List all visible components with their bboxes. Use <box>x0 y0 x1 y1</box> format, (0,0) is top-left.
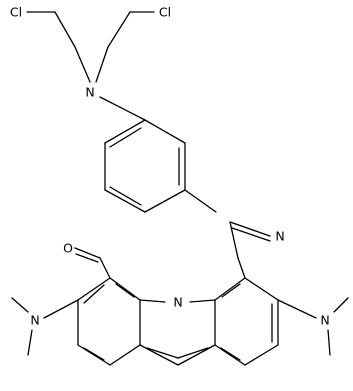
atom-n-ring: N <box>172 294 184 310</box>
bond-line <box>43 299 79 319</box>
atom-symbol: N <box>320 313 329 328</box>
bond-line <box>11 297 29 313</box>
bond-line <box>54 11 76 48</box>
bond-line <box>109 277 141 301</box>
atom-symbol: N <box>30 313 39 328</box>
atom-symbol: N <box>275 229 284 244</box>
bond-line <box>139 344 179 366</box>
atom-cl2: Cl <box>156 4 174 20</box>
bond-line <box>27 329 33 356</box>
atom-o-ald: O <box>62 240 74 256</box>
bond-line <box>104 189 146 213</box>
bond-line <box>184 189 217 213</box>
atom-symbol: N <box>173 295 182 310</box>
bond-line <box>237 257 246 279</box>
bond-line <box>244 277 279 301</box>
bond-line <box>83 347 105 361</box>
bond-line <box>104 119 146 144</box>
bond-line <box>109 344 141 366</box>
bond-line <box>109 186 142 206</box>
atom-n-amine: N <box>84 84 96 100</box>
bond-line <box>146 347 179 359</box>
bond-line <box>83 284 105 304</box>
atom-symbol: N <box>85 85 94 100</box>
bond-line <box>244 344 279 366</box>
bond-line <box>177 347 209 359</box>
bond-line <box>95 46 109 83</box>
atom-symbol: Cl <box>10 5 22 20</box>
bond-line <box>177 344 216 366</box>
atom-cl1: Cl <box>7 4 25 20</box>
bond-line <box>109 127 142 148</box>
bond-line <box>229 221 271 237</box>
atom-n-left: N <box>29 312 41 328</box>
atom-n-imine: N <box>274 228 286 244</box>
bond-line <box>77 277 111 301</box>
bond-line <box>231 227 271 242</box>
bond-line <box>189 299 216 303</box>
bond-line <box>107 11 131 48</box>
atom-label-background <box>62 240 74 256</box>
bond-line <box>214 344 246 366</box>
atom-n-right: N <box>319 312 331 328</box>
atom-label-background <box>29 312 41 328</box>
bond-line <box>229 221 239 259</box>
atom-label-background <box>319 312 331 328</box>
bond-line <box>74 247 101 259</box>
atom-label-background <box>84 84 96 100</box>
bond-line <box>144 189 186 213</box>
bond-line <box>277 299 317 319</box>
bond-line <box>99 96 146 121</box>
bond-line <box>75 253 99 263</box>
bond-line <box>214 277 246 301</box>
bond-line <box>220 347 241 361</box>
bond-line <box>74 46 91 83</box>
bond-line <box>115 283 135 298</box>
atom-symbol: Cl <box>159 5 171 20</box>
bond-line <box>144 119 186 144</box>
bond-line <box>221 283 241 298</box>
bond-line <box>139 299 166 303</box>
atom-label-background <box>7 4 25 20</box>
bond-line <box>333 297 349 313</box>
atom-label-background <box>172 294 184 310</box>
bond-line <box>99 257 111 279</box>
atom-label-background <box>274 228 286 244</box>
atom-label-background <box>156 4 174 20</box>
bond-line <box>327 329 331 356</box>
atom-symbol: O <box>63 241 73 256</box>
bond-line <box>77 344 111 366</box>
